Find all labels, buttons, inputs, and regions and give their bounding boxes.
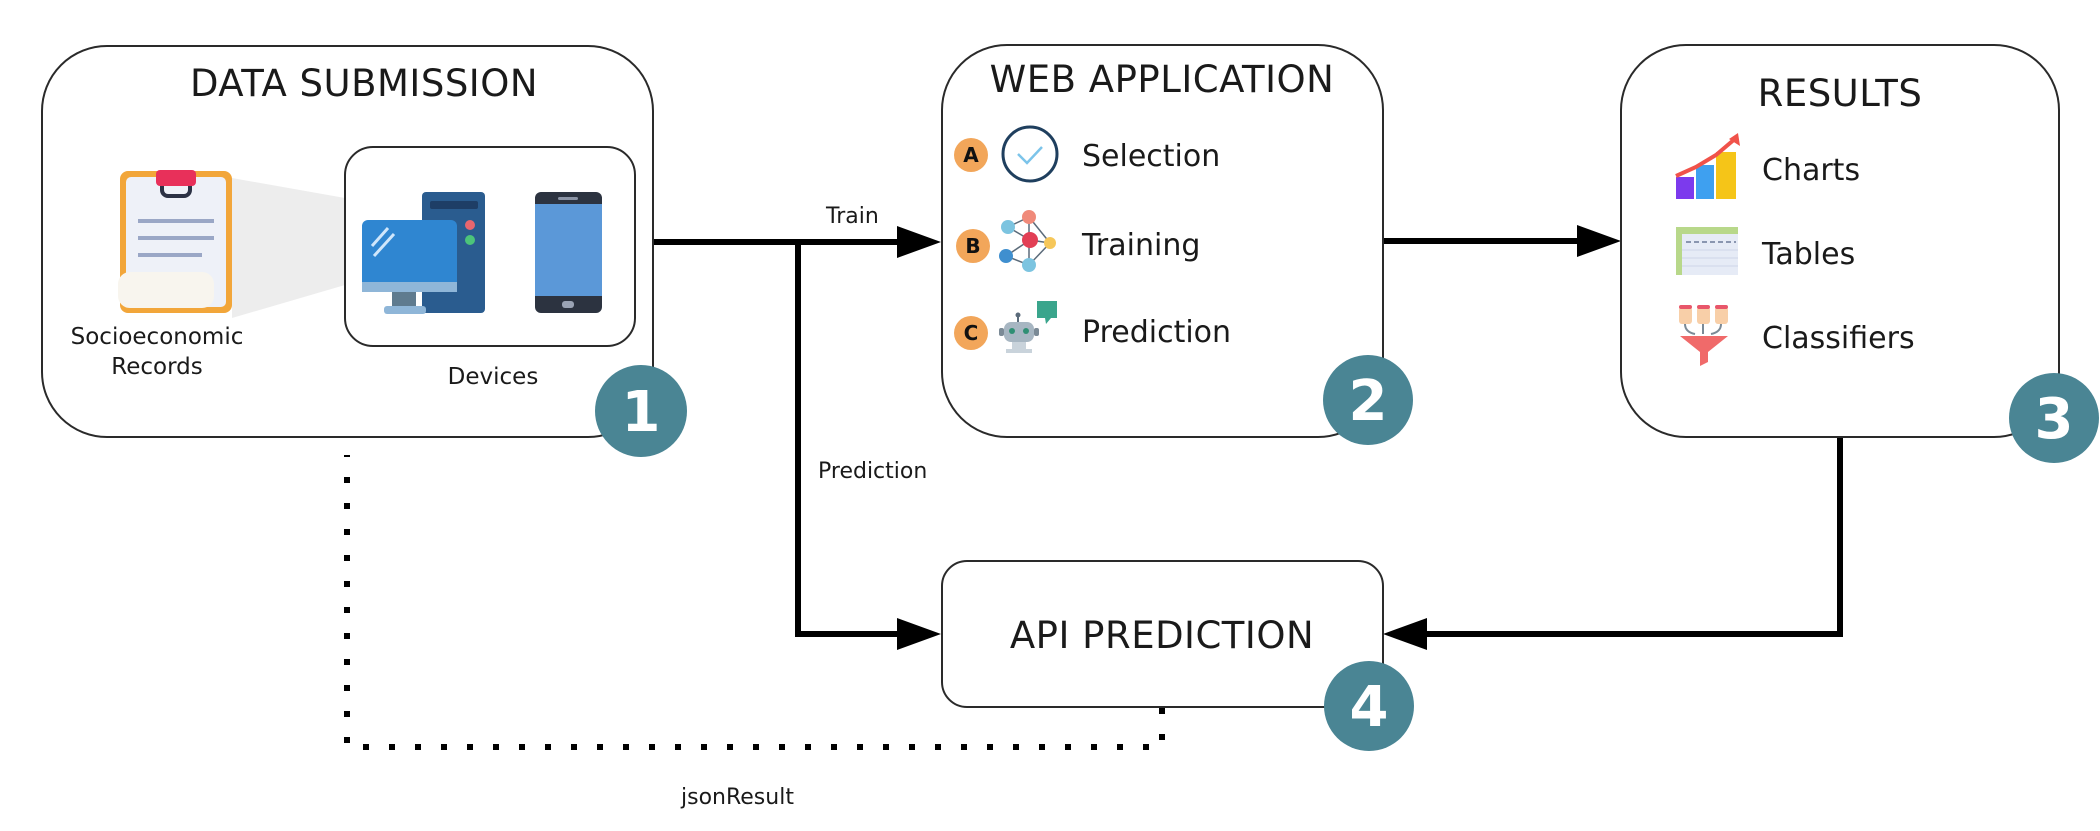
json-result-edge-label: jsonResult	[680, 785, 794, 810]
results-item-classifiers: Classifiers	[1679, 305, 1915, 366]
table-icon	[1676, 227, 1738, 275]
records-label-line2: Records	[111, 354, 202, 380]
results-arrowhead	[1577, 225, 1621, 257]
bar-chart-icon	[1675, 133, 1740, 199]
letter-badge-a	[954, 138, 988, 172]
web-application-title: WEB APPLICATION	[990, 58, 1335, 101]
results-title: RESULTS	[1758, 72, 1923, 115]
step-label: Prediction	[1082, 315, 1231, 350]
devices-label: Devices	[448, 364, 539, 390]
letter-badge-b	[956, 229, 990, 263]
step-label: Selection	[1082, 139, 1220, 174]
prediction-arrow	[795, 242, 900, 637]
projection-beam	[232, 178, 345, 318]
step-prediction: C Prediction	[954, 301, 1231, 353]
results-to-api-arrow	[1425, 437, 1843, 637]
results-item-tables: Tables	[1676, 227, 1855, 275]
prediction-edge-label: Prediction	[818, 459, 927, 484]
clipboard-icon	[118, 170, 232, 313]
check-circle-icon	[1001, 125, 1059, 183]
letter-badge-c	[954, 316, 988, 350]
api-prediction-title: API PREDICTION	[1010, 614, 1314, 657]
connectors	[344, 225, 1843, 750]
json-result-dotted-line	[344, 455, 1165, 750]
funnel-icon	[1679, 305, 1728, 366]
letter-a: A	[963, 143, 979, 167]
smartphone-icon	[535, 192, 602, 313]
train-arrowhead	[897, 226, 941, 258]
desktop-computer-icon	[362, 192, 485, 314]
api-prediction-node: API PREDICTION 4	[941, 560, 1414, 751]
results-item-charts: Charts	[1675, 133, 1860, 199]
step-badge-1: 1	[595, 365, 687, 457]
neural-network-icon	[999, 210, 1056, 272]
step-badge-2: 2	[1323, 355, 1413, 445]
api-prediction-box	[941, 560, 1384, 708]
web-application-box	[941, 44, 1384, 438]
results-item-label: Charts	[1762, 153, 1860, 188]
web-application-node: WEB APPLICATION A Selection B	[941, 44, 1413, 445]
train-edge-label: Train	[825, 204, 879, 229]
results-item-label: Tables	[1761, 237, 1855, 272]
data-submission-title: DATA SUBMISSION	[190, 62, 538, 105]
badge-number: 3	[2035, 387, 2074, 452]
letter-b: B	[965, 234, 980, 258]
records-label-line1: Socioeconomic	[71, 324, 244, 350]
badge-number: 4	[1350, 675, 1389, 740]
step-label: Training	[1081, 228, 1200, 263]
badge-number: 1	[622, 380, 661, 445]
robot-icon	[999, 301, 1057, 353]
badge-number: 2	[1349, 369, 1388, 434]
results-node: RESULTS Charts Tables	[1620, 44, 2099, 463]
step-badge-4: 4	[1324, 661, 1414, 751]
step-training: B Training	[956, 210, 1200, 272]
letter-c: C	[964, 321, 979, 345]
step-badge-3: 3	[2009, 373, 2099, 463]
data-submission-node: DATA SUBMISSION Socioeconomic Records	[41, 45, 687, 457]
results-to-api-arrowhead	[1383, 618, 1427, 650]
results-item-label: Classifiers	[1762, 321, 1915, 356]
step-selection: A Selection	[954, 125, 1220, 183]
prediction-arrowhead	[897, 618, 941, 650]
